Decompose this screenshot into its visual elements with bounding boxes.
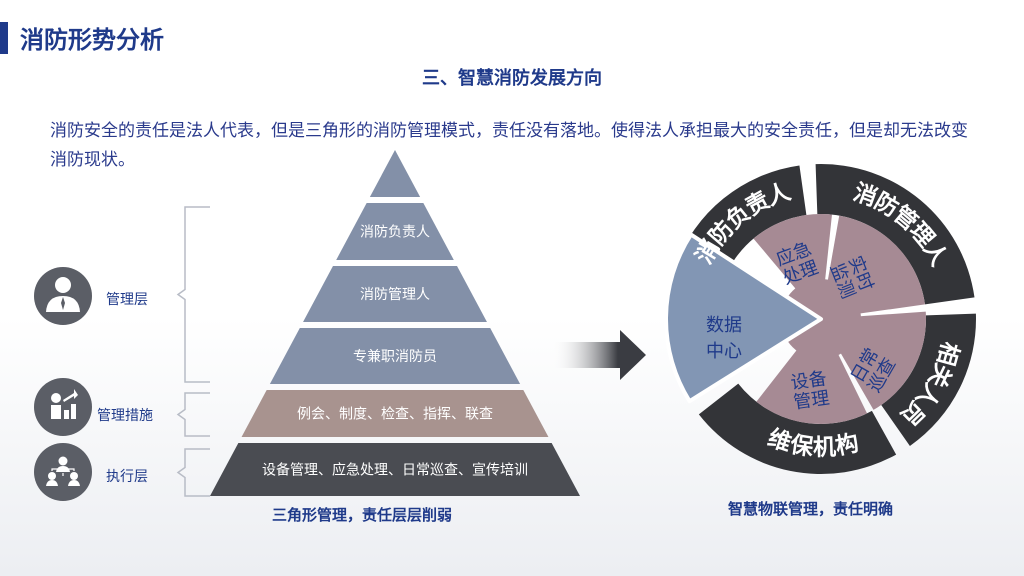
- page-title: 消防形势分析: [20, 27, 164, 54]
- title-accent-bar: [0, 22, 8, 54]
- pyramid-level-3: [269, 328, 521, 384]
- pyramid-level-4: [241, 390, 549, 437]
- bracket-management: [176, 206, 210, 383]
- pyramid-level-2: [303, 266, 487, 322]
- ring-inner-label-2: 日常巡查: [847, 345, 899, 396]
- data-center-wedge: [664, 232, 823, 404]
- pyramid-level-label-4: 例会、制度、检查、指挥、联查: [297, 406, 493, 422]
- data-center-label: 数据中心: [706, 315, 742, 361]
- side-label-management: 管理层: [106, 291, 148, 307]
- side-label-execution: 执行层: [106, 468, 148, 484]
- side-label-measures: 管理措施: [97, 407, 153, 423]
- ring-inner-label-1: 实时监测: [827, 253, 877, 301]
- ring-caption: 智慧物联管理，责任明确: [728, 501, 894, 518]
- bracket-measures: [176, 392, 210, 437]
- ring-outer-segment-3: [698, 383, 897, 474]
- ring-outer-segment-1: [815, 164, 975, 305]
- bracket-execution: [176, 448, 210, 497]
- manager-icon: [34, 267, 92, 325]
- ring-inner-label-3: 设备管理: [789, 368, 830, 412]
- pyramid-level-0: [369, 150, 421, 197]
- team-icon: [34, 443, 92, 501]
- intro-text: 消防安全的责任是法人代表，但是三角形的消防管理模式，责任没有落地。使得法人承担最…: [50, 121, 968, 169]
- pyramid-level-label-5: 设备管理、应急处理、日常巡查、宣传培训: [262, 462, 528, 478]
- pyramid-level-label-3: 专兼职消防员: [353, 348, 437, 364]
- pyramid-caption: 三角形管理，责任层层削弱: [272, 507, 453, 524]
- transition-arrow: [552, 330, 646, 380]
- pyramid-level-label-1: 消防负责人: [360, 224, 430, 240]
- pyramid-level-label-2: 消防管理人: [360, 286, 430, 302]
- growth-chart-icon: [34, 378, 92, 436]
- growth-chart-icon-bg: [34, 378, 92, 436]
- ring-inner-segment-3: [756, 319, 868, 425]
- section-title: 三、智慧消防发展方向: [422, 68, 602, 88]
- ring-outer-segment-2: [881, 313, 976, 446]
- pyramid-level-1: [336, 203, 454, 260]
- pyramid-level-5: [210, 443, 580, 496]
